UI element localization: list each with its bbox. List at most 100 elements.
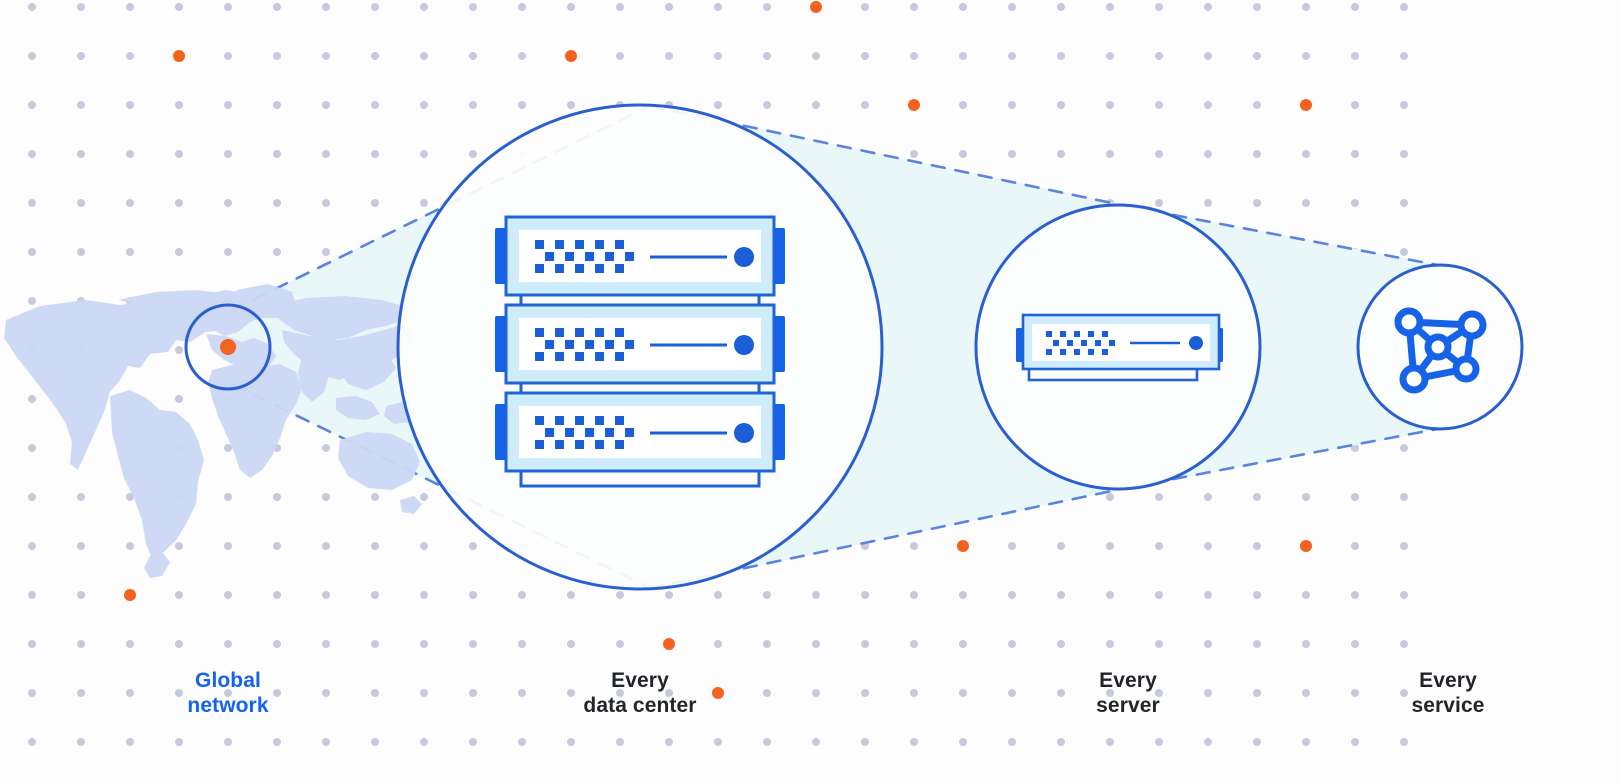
grid-dot xyxy=(1204,3,1212,11)
grid-dot xyxy=(28,395,36,403)
grid-dot xyxy=(665,689,673,697)
grid-dot xyxy=(1400,738,1408,746)
grid-dot xyxy=(910,542,918,550)
grid-dot xyxy=(273,248,281,256)
grid-dot xyxy=(959,101,967,109)
grid-dot xyxy=(224,444,232,452)
grid-dot xyxy=(1106,591,1114,599)
grid-dot xyxy=(224,591,232,599)
server-led-grid xyxy=(535,240,634,273)
grid-dot xyxy=(420,52,428,60)
grid-dot xyxy=(910,3,918,11)
grid-dot xyxy=(420,493,428,501)
grid-dot xyxy=(1400,542,1408,550)
grid-dot xyxy=(1253,199,1261,207)
grid-dot xyxy=(77,3,85,11)
server-unit xyxy=(495,303,785,385)
grid-dot xyxy=(77,738,85,746)
grid-dot xyxy=(910,150,918,158)
grid-dot xyxy=(1302,3,1310,11)
grid-dot xyxy=(1400,493,1408,501)
grid-dot xyxy=(1008,150,1016,158)
grid-dot xyxy=(1155,150,1163,158)
grid-dot xyxy=(1253,542,1261,550)
world-map xyxy=(4,284,422,578)
grid-dot xyxy=(1400,52,1408,60)
grid-dot xyxy=(322,493,330,501)
grid-dot xyxy=(1106,640,1114,648)
grid-dot xyxy=(224,150,232,158)
grid-dot xyxy=(1057,3,1065,11)
grid-dot xyxy=(28,101,36,109)
grid-dot xyxy=(1057,640,1065,648)
grid-dot xyxy=(1008,689,1016,697)
grid-dot xyxy=(126,640,134,648)
grid-dot xyxy=(714,738,722,746)
grid-dot xyxy=(175,346,183,354)
single-server-icon xyxy=(1016,313,1223,382)
grid-dot xyxy=(518,591,526,599)
grid-dot xyxy=(1253,738,1261,746)
grid-dot xyxy=(28,493,36,501)
grid-dot xyxy=(714,640,722,648)
server-status-dot xyxy=(1189,336,1203,350)
grid-dot xyxy=(1008,640,1016,648)
grid-dot xyxy=(959,640,967,648)
grid-dot xyxy=(1008,101,1016,109)
grid-dot xyxy=(1155,640,1163,648)
grid-dot xyxy=(1253,640,1261,648)
grid-dot xyxy=(1400,101,1408,109)
grid-dot xyxy=(1106,101,1114,109)
grid-dot xyxy=(1155,101,1163,109)
grid-dot xyxy=(469,3,477,11)
grid-dot xyxy=(77,640,85,648)
grid-dot xyxy=(126,738,134,746)
grid-dot xyxy=(420,101,428,109)
grid-dot xyxy=(28,150,36,158)
grid-dot xyxy=(518,52,526,60)
grid-dot xyxy=(469,542,477,550)
grid-dot xyxy=(763,640,771,648)
grid-dot xyxy=(420,542,428,550)
grid-dot xyxy=(273,199,281,207)
grid-dot xyxy=(420,640,428,648)
grid-dot xyxy=(1302,591,1310,599)
grid-dot xyxy=(1253,52,1261,60)
grid-dot xyxy=(1253,3,1261,11)
grid-dot xyxy=(28,199,36,207)
grid-dot xyxy=(28,689,36,697)
grid-dot xyxy=(1253,591,1261,599)
grid-dot xyxy=(616,738,624,746)
grid-dot xyxy=(1057,591,1065,599)
grid-dot xyxy=(1204,542,1212,550)
grid-dot xyxy=(1400,150,1408,158)
grid-dot xyxy=(175,738,183,746)
global-network-highlight-circle xyxy=(184,303,272,391)
grid-dot xyxy=(322,52,330,60)
grid-dot xyxy=(910,738,918,746)
grid-dot xyxy=(322,640,330,648)
grid-dot xyxy=(273,542,281,550)
grid-dot xyxy=(28,738,36,746)
grid-dot xyxy=(959,3,967,11)
grid-dot xyxy=(273,150,281,158)
grid-dot xyxy=(763,591,771,599)
grid-dot xyxy=(322,101,330,109)
grid-dot xyxy=(812,738,820,746)
server-rack-icon xyxy=(495,215,785,488)
grid-dot xyxy=(77,101,85,109)
grid-dot xyxy=(371,199,379,207)
grid-dot xyxy=(420,199,428,207)
grid-dot xyxy=(371,3,379,11)
grid-dot xyxy=(175,150,183,158)
grid-dot-accent xyxy=(663,638,675,650)
grid-dot xyxy=(861,3,869,11)
map-location-dot xyxy=(220,339,236,355)
grid-dot xyxy=(1057,689,1065,697)
grid-dot xyxy=(126,150,134,158)
grid-dot xyxy=(371,52,379,60)
grid-dot-accent xyxy=(124,589,136,601)
grid-dot xyxy=(126,689,134,697)
server-unit xyxy=(495,215,785,297)
grid-dot xyxy=(1106,150,1114,158)
